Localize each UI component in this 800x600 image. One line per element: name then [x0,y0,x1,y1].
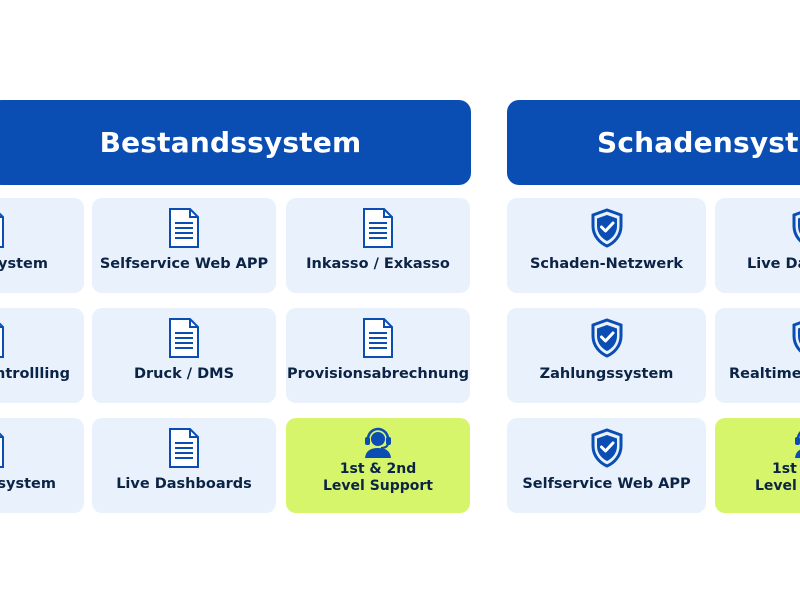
document-icon [363,208,393,248]
tile-schaden-2: Live Da [715,198,800,293]
tile-schaden-netzwerk: Schaden-Netzwerk [507,198,706,293]
shield-check-icon [792,211,800,243]
support-agent-icon [795,431,800,458]
tile-bestand-1: ystem [0,198,84,293]
tile-provisionsabrechnung: Provisionsabrechnung [286,308,470,403]
document-icon [0,212,4,248]
document-icon [363,318,393,358]
support-line-2: Level Support [322,478,434,494]
support-agent-icon [365,427,391,458]
tile-label: 1st & Level [755,461,800,495]
bestandssystem-header: Bestandssystem [0,100,471,185]
tile-schaden-4: Realtime [715,308,800,403]
tile-live-dashboards: Live Dashboards [92,418,276,513]
bestandssystem-title: Bestandssystem [99,126,362,159]
document-icon [0,432,4,468]
support-line-2: Level [755,478,797,494]
tile-label: Selfservice Web APP [99,256,269,272]
tile-bestand-7: system [0,418,84,513]
support-line-1: 1st & [772,461,800,477]
tile-label: 1st & 2nd Level Support [286,461,470,495]
shield-check-icon [792,321,800,353]
tile-label: Schaden-Netzwerk [529,256,684,272]
tile-label: Inkasso / Exkasso [306,256,450,272]
document-icon [169,428,199,468]
tile-label: Realtime [729,366,800,382]
tile-inkasso-exkasso: Inkasso / Exkasso [286,198,470,293]
tile-zahlungssystem: Zahlungssystem [507,308,706,403]
tile-label: system [0,476,56,492]
tile-druck-dms: Druck / DMS [92,308,276,403]
tile-label: Provisionsabrechnung [286,366,470,382]
document-icon [0,322,4,358]
tile-label: Live Da [747,256,800,272]
document-icon [169,318,199,358]
shield-check-icon [591,208,622,248]
document-icon [169,208,199,248]
tile-selfservice-web-app-schaden: Selfservice Web APP [507,418,706,513]
tile-label: Zahlungssystem [539,366,674,382]
tile-label: Druck / DMS [133,366,235,382]
tile-label: Selfservice Web APP [522,476,691,492]
tile-level-support: 1st & 2nd Level Support [286,418,470,513]
tile-label: ystem [0,256,48,272]
schadensystem-title: Schadensysten [597,126,800,159]
shield-check-icon [591,428,622,468]
tile-level-support-schaden: 1st & Level [715,418,800,513]
support-line-1: 1st & 2nd [339,461,417,477]
tile-selfservice-web-app: Selfservice Web APP [92,198,276,293]
shield-check-icon [591,318,622,358]
schadensystem-header: Schadensysten [507,100,800,185]
tile-label: Live Dashboards [116,476,252,492]
